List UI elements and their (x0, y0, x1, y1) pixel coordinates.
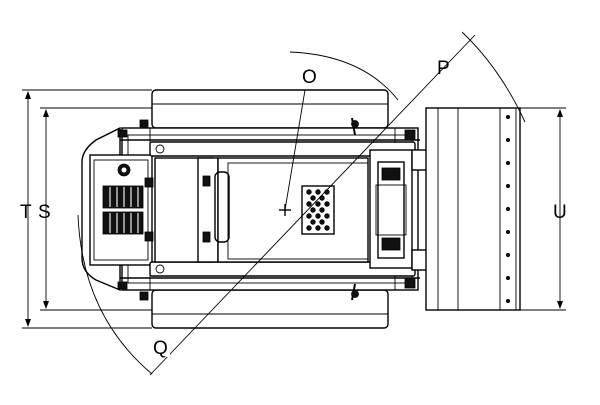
label-q: Q (153, 338, 168, 359)
dimension-t (22, 89, 152, 329)
attachment-plate (425, 107, 521, 311)
control-panel-grid (301, 185, 335, 235)
label-o: O (302, 67, 317, 88)
swing-radius-lines (77, 31, 526, 376)
frame-bolts (117, 119, 154, 301)
operator-platform (154, 157, 369, 263)
front-cross-member (369, 149, 413, 269)
label-t: T (20, 202, 32, 223)
label-p: P (437, 58, 450, 79)
exhaust-cap-icon (117, 163, 131, 177)
label-u: U (553, 202, 567, 223)
lift-arm-pins (351, 117, 416, 301)
dimension-u (520, 107, 566, 311)
label-s: S (38, 202, 51, 223)
dimension-s (40, 107, 152, 311)
radiator-grille (102, 185, 144, 235)
attachment-bolts (505, 115, 510, 303)
side-rails (149, 141, 416, 277)
